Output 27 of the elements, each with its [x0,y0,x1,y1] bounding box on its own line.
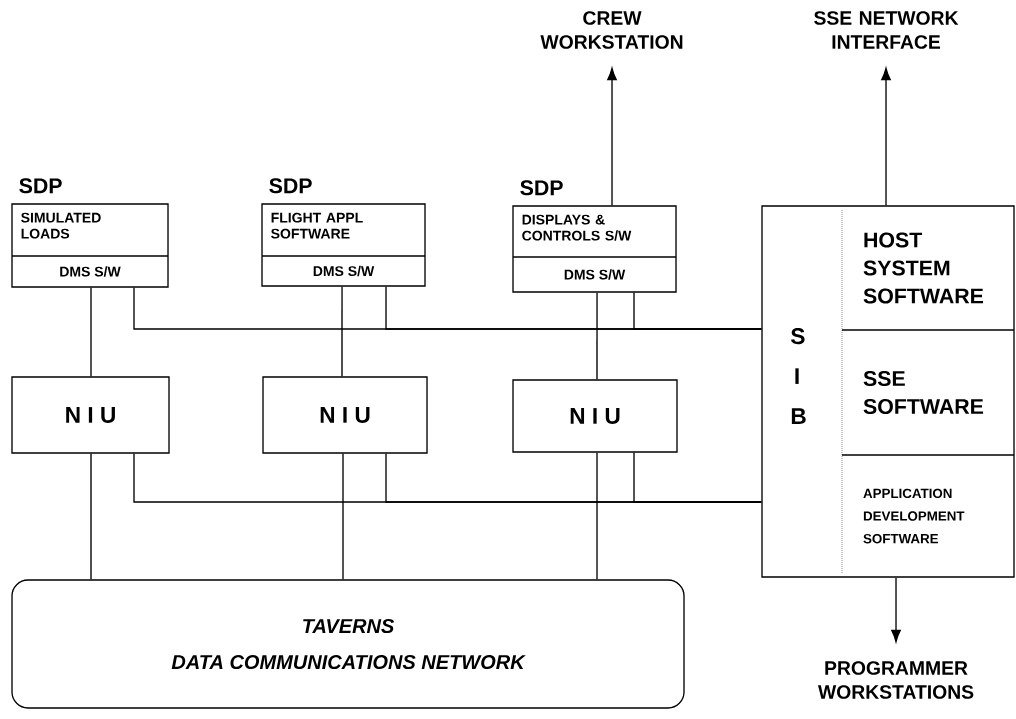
box-heading: SDP [19,178,62,194]
connector-line [881,67,891,206]
section-label: HOST SYSTEM SOFTWARE [863,232,984,304]
interface-box: N I U [11,376,170,454]
connector-line [596,452,598,580]
network-box: TAVERNS DATA COMMUNICATIONS NETWORK [11,579,685,709]
interface-box: N I U [262,376,428,454]
connector-line [633,452,762,503]
connector-line [342,453,344,580]
box-heading: SDP [520,180,563,196]
destination-label: CREW WORKSTATION [540,11,683,49]
connector-line [891,577,901,643]
process-box: DISPLAYS & CONTROLS S/W DMS S/W [512,205,677,293]
connector-line [90,287,92,377]
connector-line [596,292,598,380]
connector-line [633,292,762,330]
process-box: SIMULATED LOADS DMS S/W [11,203,169,288]
connector-line [607,67,617,206]
connector-line [90,453,92,580]
destination-label: SSE NETWORK INTERFACE [814,11,959,49]
interface-box: N I U [512,379,678,453]
process-box: FLIGHT APPL SOFTWARE DMS S/W [261,203,426,287]
box-heading: SDP [269,178,312,194]
section-label: SSE SOFTWARE [863,370,984,415]
destination-label: PROGRAMMER WORKSTATIONS [818,661,974,699]
connector-line [341,286,343,377]
section-label: APPLICATION DEVELOPMENT SOFTWARE [863,488,965,544]
